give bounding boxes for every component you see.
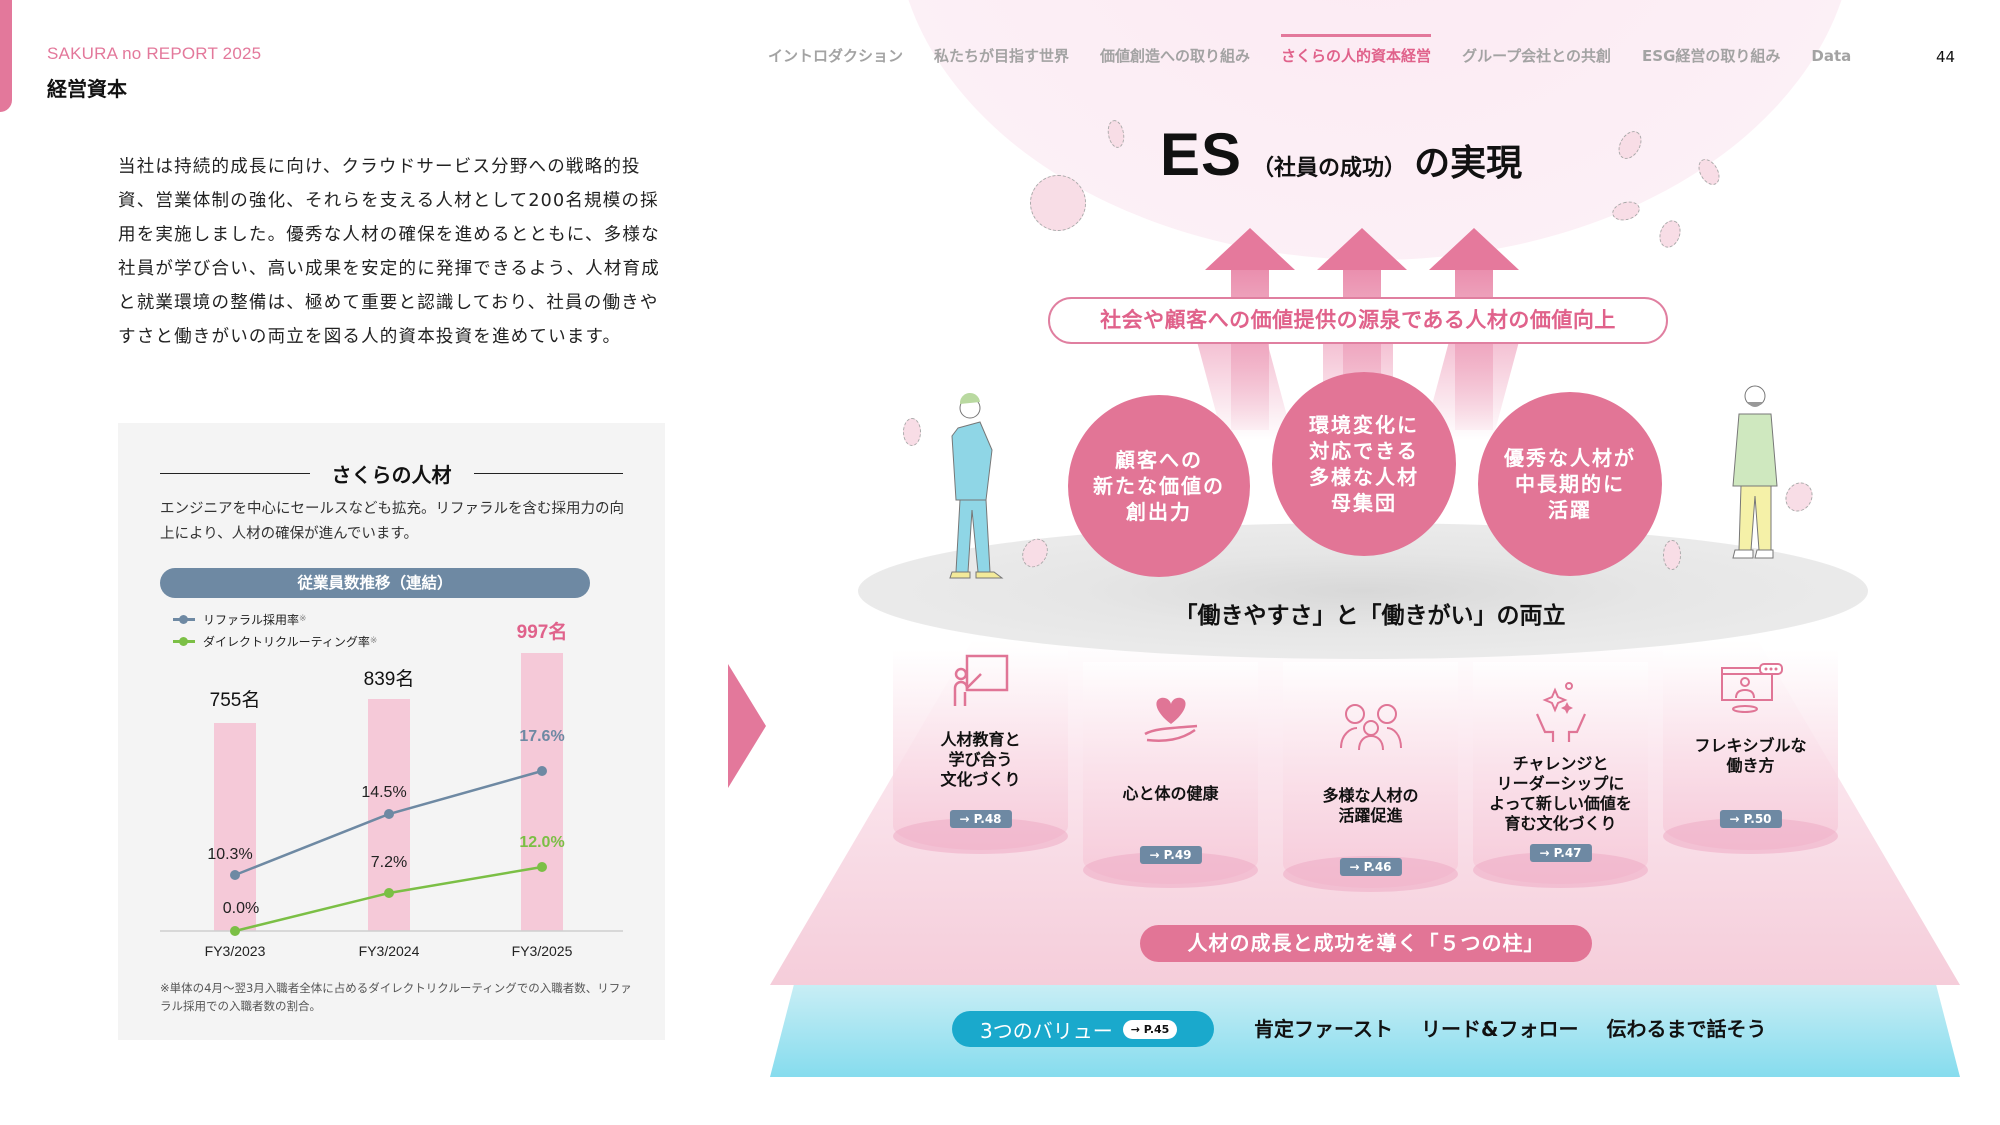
chart-footnote: ※単体の4月～翌3月入職者全体に占めるダイレクトリクルーティングでの入職者数、リ…	[160, 981, 632, 1013]
bar-fy2025	[521, 653, 563, 931]
talent-card: さくらの人材 エンジニアを中心にセールスなども拡充。リファラルを含む採用力の向上…	[118, 423, 665, 1040]
nav-data[interactable]: Data	[1811, 46, 1852, 65]
pillar-flexible: フレキシブルな 働き方 → P.50	[1663, 650, 1838, 854]
data-point	[537, 766, 547, 776]
diagram-title: ES （社員の成功） の実現	[1160, 120, 1522, 189]
page-link-p46[interactable]: → P.46	[1339, 858, 1402, 876]
value-label: 7.2%	[371, 854, 407, 871]
goal-circle: 環境変化に 対応できる 多様な人材 母集団	[1272, 372, 1456, 556]
pillar-label: フレキシブルな 働き方	[1694, 736, 1807, 775]
remote-work-icon	[1720, 663, 1783, 713]
pointer-triangle-icon	[728, 664, 766, 788]
card-title: さくらの人材	[331, 463, 452, 487]
pillar-health: 心と体の健康 → P.49	[1083, 662, 1258, 888]
bar-label: 755名	[210, 689, 261, 711]
nav-introduction[interactable]: イントロダクション	[768, 47, 904, 65]
x-tick-label: FY3/2025	[512, 943, 573, 959]
employee-chart: 755名 839名 997名 10.3% 14.5% 17.6% 0.0% 7.…	[160, 620, 623, 959]
goal-circle: 顧客への 新たな価値の 創出力	[1068, 395, 1250, 577]
x-tick-label: FY3/2023	[205, 943, 266, 959]
pillar-education: 人材教育と 学び合う 文化づくり → P.48	[893, 650, 1068, 854]
title-es: ES	[1160, 121, 1243, 188]
nav-human-capital[interactable]: さくらの人的資本経営	[1281, 34, 1432, 65]
value-label: 0.0%	[223, 900, 259, 917]
chart-legend: リファラル採用率 ※ ダイレクトリクルーティング率 ※	[173, 608, 377, 652]
data-point	[537, 862, 547, 872]
value-label: 10.3%	[207, 846, 252, 863]
value-item: 肯定ファースト	[1254, 1017, 1393, 1041]
intro-paragraph: 当社は持続的成長に向け、クラウドサービス分野への戦略的投資、営業体制の強化、それ…	[118, 157, 660, 347]
values-list: 肯定ファースト リード&フォロー 伝わるまで話そう	[1254, 1013, 1766, 1042]
senior-man-illustration	[1732, 385, 1778, 559]
legend-note: ※	[299, 614, 307, 624]
sakura-petal-icon	[1655, 217, 1685, 251]
legend-referral: リファラル採用率 ※	[173, 608, 377, 630]
data-point	[384, 809, 394, 819]
pillar-label: 心と体の健康	[1122, 784, 1219, 803]
goal-circle: 優秀な人材が 中長期的に 活躍	[1478, 392, 1662, 576]
page-link-p45[interactable]: → P.45	[1122, 1019, 1178, 1039]
value-label: 17.6%	[519, 728, 564, 745]
nav-group-cocreation[interactable]: グループ会社との共創	[1462, 47, 1612, 65]
page-number: 44	[1936, 48, 1956, 66]
pillar-label: 人材教育と 学び合う 文化づくり	[940, 730, 1021, 789]
legend-direct: ダイレクトリクルーティング率 ※	[173, 630, 377, 652]
page-link-p50[interactable]: → P.50	[1719, 810, 1782, 828]
up-arrow-icon	[1429, 228, 1519, 430]
sakura-flower-icon	[1030, 175, 1086, 231]
section-title: 経営資本	[47, 77, 127, 101]
chart-title: 従業員数推移（連結）	[160, 568, 590, 598]
page-link-p47[interactable]: → P.47	[1529, 844, 1592, 862]
nav-our-world[interactable]: 私たちが目指す世界	[934, 47, 1070, 65]
teacher-icon	[953, 654, 1008, 706]
five-pillars-label: 人材の成長と成功を導く「５つの柱」	[1140, 925, 1592, 962]
sparkle-hands-icon	[1535, 682, 1586, 742]
three-values-badge: 3つのバリュー → P.45	[952, 1011, 1214, 1047]
pillar-label: チャレンジと リーダーシップに よって新しい価値を 育む文化づくり	[1489, 754, 1632, 833]
sakura-petal-icon	[1663, 540, 1681, 570]
corner-accent-tab	[0, 0, 12, 112]
title-rest: の実現	[1414, 143, 1523, 184]
people-icon	[1339, 704, 1402, 751]
pillar-diversity: 多様な人材の 活躍促進 → P.46	[1283, 662, 1458, 892]
data-point	[230, 926, 240, 936]
up-arrow-icon	[1205, 228, 1295, 430]
title-paren: （社員の成功）	[1252, 156, 1407, 181]
legend-note: ※	[369, 636, 378, 646]
pillar-label: 多様な人材の 活躍促進	[1322, 786, 1419, 825]
line-marker-icon	[173, 636, 195, 646]
data-point	[384, 888, 394, 898]
legend-label: ダイレクトリクルーティング率	[203, 634, 370, 649]
value-label: 14.5%	[361, 784, 406, 801]
value-item: リード&フォロー	[1421, 1017, 1579, 1041]
card-description: エンジニアを中心にセールスなども拡充。リファラルを含む採用力の向上により、人材の…	[160, 501, 624, 542]
nav-value-creation[interactable]: 価値創造への取り組み	[1100, 47, 1251, 65]
stage-label: 「働きやすさ」と「働きがい」の両立	[1174, 603, 1566, 629]
card-heading: さくらの人材	[160, 459, 623, 488]
values-label: 3つのバリュー	[980, 1018, 1113, 1043]
businessman-illustration	[949, 392, 1004, 579]
bar-fy2023	[214, 723, 256, 931]
line-marker-icon	[173, 614, 195, 624]
bar-label: 839名	[364, 668, 415, 690]
page-link-p49[interactable]: → P.49	[1139, 846, 1202, 864]
sakura-petal-icon	[903, 418, 921, 446]
legend-label: リファラル採用率	[203, 612, 300, 627]
divider	[473, 472, 623, 475]
divider	[160, 472, 310, 475]
page-link-p48[interactable]: → P.48	[949, 810, 1012, 828]
heart-hand-icon	[1143, 697, 1197, 742]
top-nav: イントロダクション 私たちが目指す世界 価値創造への取り組み さくらの人的資本経…	[768, 34, 1882, 66]
pillar-challenge: チャレンジと リーダーシップに よって新しい価値を 育む文化づくり → P.47	[1473, 662, 1648, 888]
report-brand: SAKURA no REPORT 2025	[47, 44, 262, 63]
value-label: 12.0%	[519, 834, 564, 851]
bar-label-highlight: 997名	[517, 620, 568, 643]
data-point	[230, 870, 240, 880]
value-statement: 社会や顧客への価値提供の源泉である人材の価値向上	[1048, 297, 1668, 344]
x-tick-label: FY3/2024	[359, 943, 420, 959]
value-item: 伝わるまで話そう	[1606, 1017, 1767, 1041]
nav-esg[interactable]: ESG経営の取り組み	[1642, 47, 1781, 65]
